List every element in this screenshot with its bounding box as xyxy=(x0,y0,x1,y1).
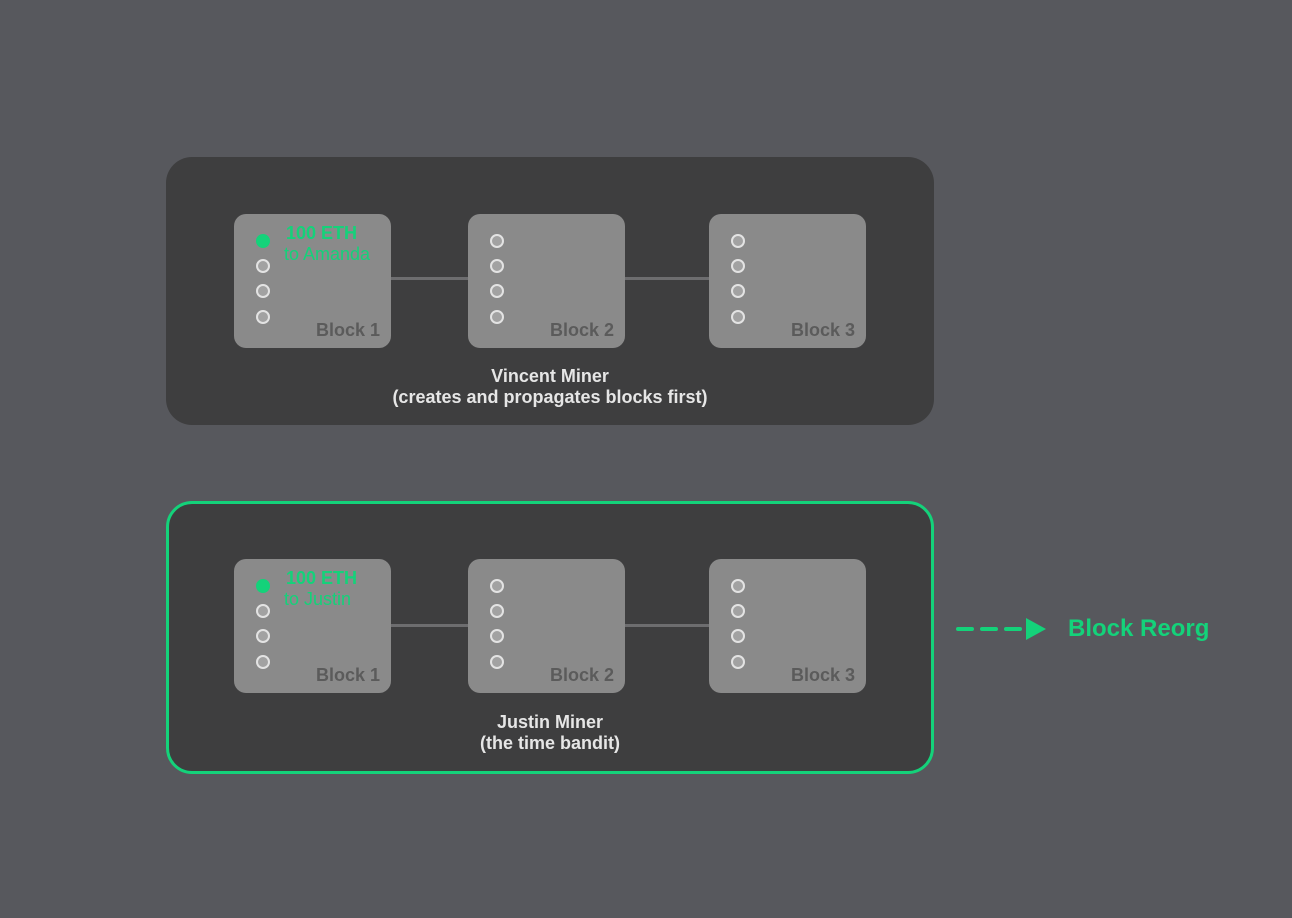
block-reorg-label: Block Reorg xyxy=(1068,615,1210,642)
transaction-dot xyxy=(490,579,504,593)
transaction-dot xyxy=(490,234,504,248)
justin-block-1: 100 ETH to Justin Block 1 xyxy=(234,559,391,693)
transaction-dot xyxy=(731,310,745,324)
transaction-dot xyxy=(490,310,504,324)
justin-miner-caption: Justin Miner (the time bandit) xyxy=(166,712,934,754)
block-label: Block 3 xyxy=(790,665,855,685)
caption-title: Vincent Miner xyxy=(491,366,609,386)
transaction-dot xyxy=(256,655,270,669)
transaction-amount: 100 ETH xyxy=(286,223,358,243)
transaction-dot xyxy=(490,655,504,669)
justin-block-3: Block 3 xyxy=(709,559,866,693)
transaction-dot-highlighted xyxy=(256,234,270,248)
transaction-dot-highlighted xyxy=(256,579,270,593)
block-label: Block 1 xyxy=(315,665,380,685)
transaction-dot xyxy=(731,579,745,593)
transaction-dot xyxy=(490,604,504,618)
dashed-arrow-right-icon xyxy=(956,618,1046,640)
transaction-dot xyxy=(731,284,745,298)
caption-title: Justin Miner xyxy=(496,712,603,732)
transaction-dot xyxy=(490,259,504,273)
vincent-miner-panel: 100 ETH to Amanda Block 1 Block 2 Block … xyxy=(166,157,934,425)
transaction-dot xyxy=(256,604,270,618)
chain-link xyxy=(390,624,470,627)
block-label: Block 2 xyxy=(549,320,614,340)
transaction-recipient: to Justin xyxy=(284,589,352,609)
block-label: Block 1 xyxy=(315,320,380,340)
chain-link xyxy=(390,277,470,280)
transaction-dot xyxy=(731,655,745,669)
caption-subtitle: (creates and propagates blocks first) xyxy=(392,387,708,407)
transaction-dot xyxy=(731,604,745,618)
transaction-recipient: to Amanda xyxy=(284,244,371,264)
vincent-block-3: Block 3 xyxy=(709,214,866,348)
vincent-block-2: Block 2 xyxy=(468,214,625,348)
transaction-dot xyxy=(731,234,745,248)
transaction-dot xyxy=(490,629,504,643)
transaction-amount: 100 ETH xyxy=(286,568,358,588)
justin-miner-panel: 100 ETH to Justin Block 1 Block 2 Block … xyxy=(166,501,934,774)
transaction-dot xyxy=(731,259,745,273)
chain-link xyxy=(624,277,710,280)
transaction-dot xyxy=(256,629,270,643)
transaction-dot xyxy=(490,284,504,298)
vincent-miner-caption: Vincent Miner (creates and propagates bl… xyxy=(166,366,934,408)
vincent-block-1: 100 ETH to Amanda Block 1 xyxy=(234,214,391,348)
transaction-dot xyxy=(256,310,270,324)
transaction-dot xyxy=(256,284,270,298)
block-label: Block 2 xyxy=(549,665,614,685)
transaction-dot xyxy=(256,259,270,273)
caption-subtitle: (the time bandit) xyxy=(480,733,620,753)
justin-block-2: Block 2 xyxy=(468,559,625,693)
chain-link xyxy=(624,624,710,627)
block-label: Block 3 xyxy=(790,320,855,340)
transaction-dot xyxy=(731,629,745,643)
